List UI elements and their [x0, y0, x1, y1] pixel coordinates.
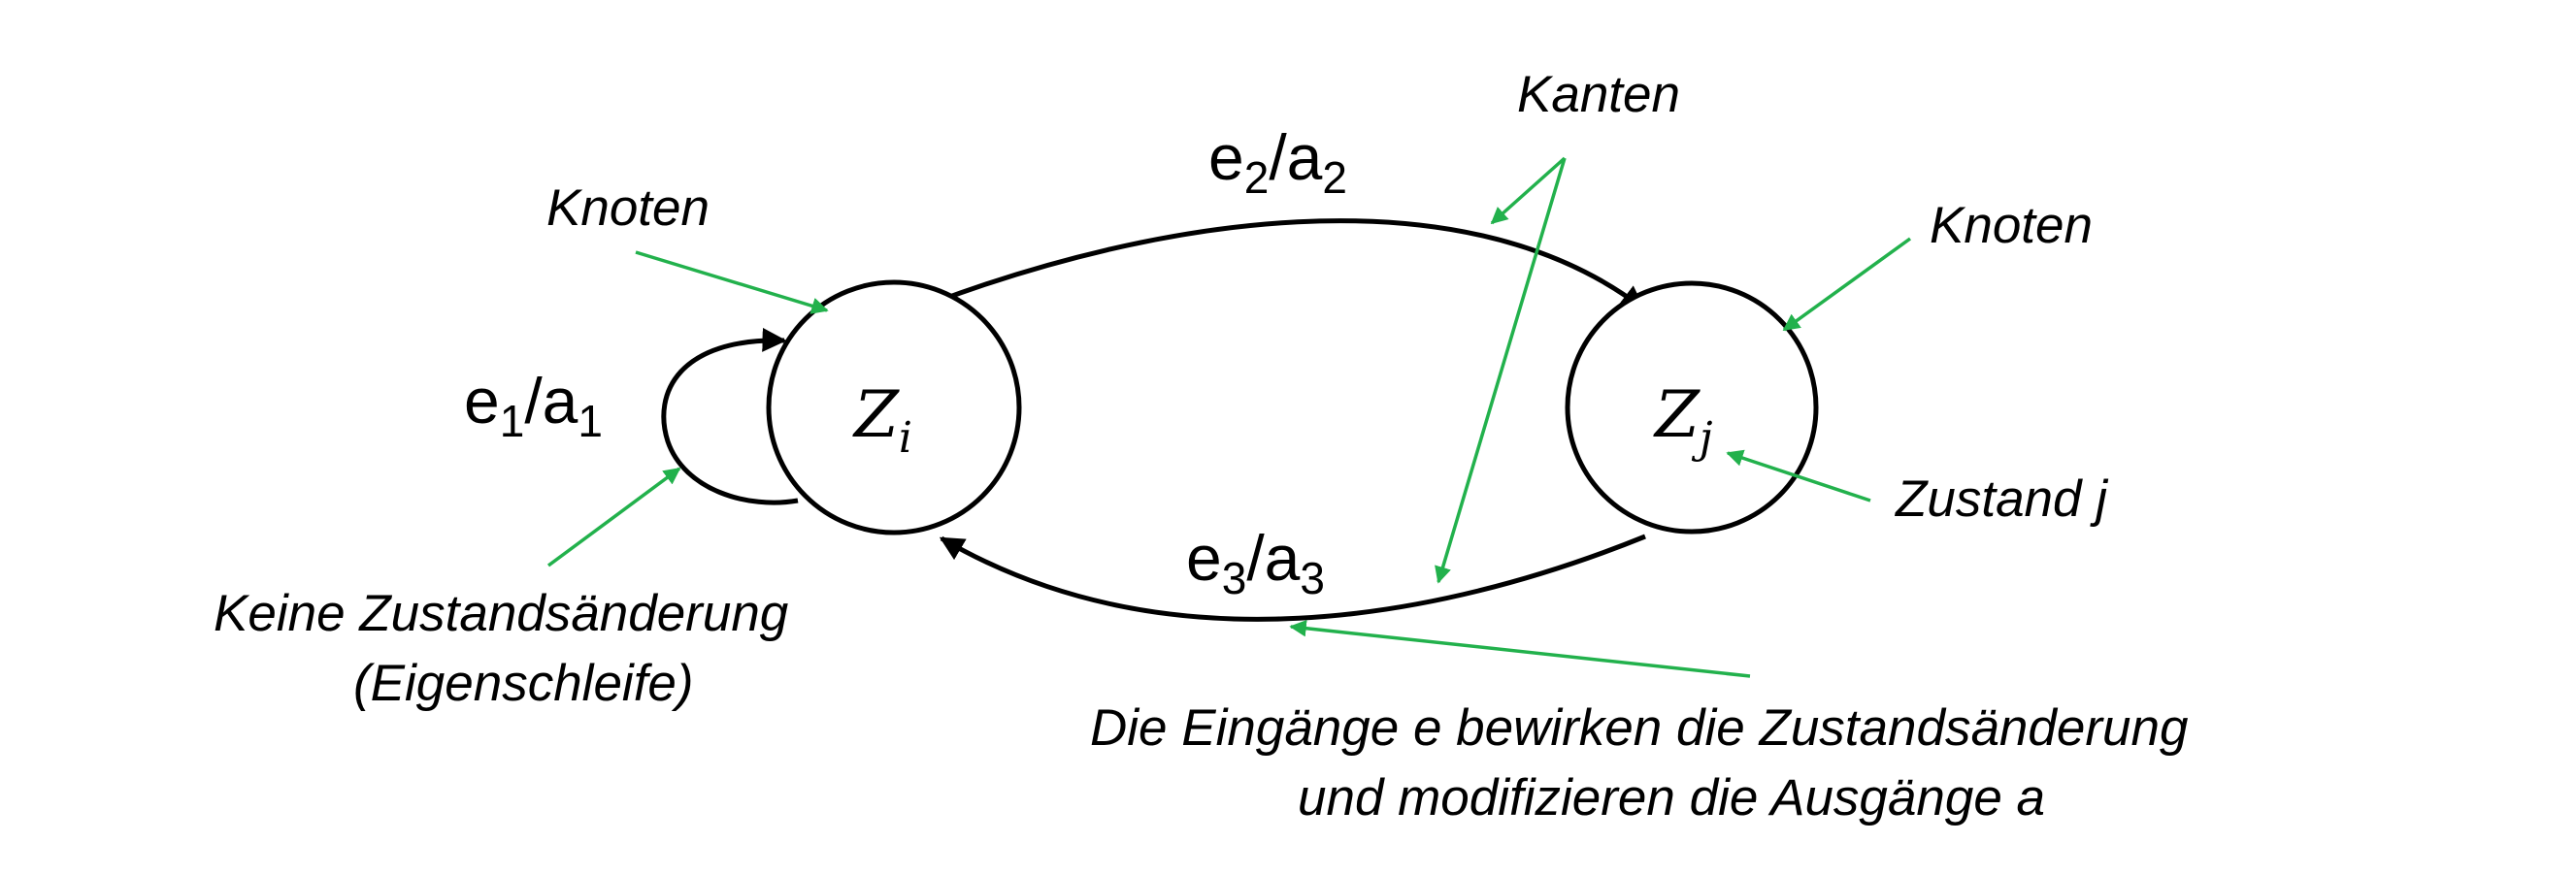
- annotation-zustand-j: Zustand j: [1894, 470, 2108, 528]
- annotation-inputs-line1: Die Eingänge e bewirken die Zustandsände…: [1090, 699, 2189, 757]
- pointer-kanten-to-backward: [1435, 157, 1567, 584]
- edge-zj-to-zi: [939, 534, 1646, 622]
- node-zi: [766, 279, 1022, 535]
- pointer-zustand-j: [1726, 449, 1871, 502]
- annotation-inputs-line2: und modifizieren die Ausgänge a: [1298, 769, 2045, 826]
- annotation-self-loop-line1: Keine Zustandsänderung: [214, 585, 789, 642]
- edge-forward-label: e2/a2: [1208, 121, 1347, 203]
- annotation-knoten-right: Knoten: [1930, 197, 2093, 254]
- edge-zi-to-zj: [933, 218, 1645, 310]
- node-zi-label: Zi: [852, 377, 912, 463]
- edge-self-loop: [661, 327, 799, 505]
- pointer-self-loop: [546, 467, 681, 567]
- pointer-knoten-left: [635, 250, 829, 314]
- edge-self-loop-label: e1/a1: [464, 365, 603, 446]
- edge-backward-label: e3/a3: [1186, 522, 1325, 603]
- pointer-kanten-to-forward: [1490, 156, 1567, 225]
- pointer-knoten-right: [1782, 237, 1912, 332]
- annotation-self-loop-line2: (Eigenschleife): [353, 655, 694, 712]
- node-zj: [1565, 280, 1819, 535]
- node-zj-label: Zj: [1653, 377, 1713, 463]
- pointer-inputs: [1289, 619, 1751, 678]
- annotation-knoten-left: Knoten: [546, 179, 710, 237]
- annotation-kanten: Kanten: [1517, 66, 1680, 123]
